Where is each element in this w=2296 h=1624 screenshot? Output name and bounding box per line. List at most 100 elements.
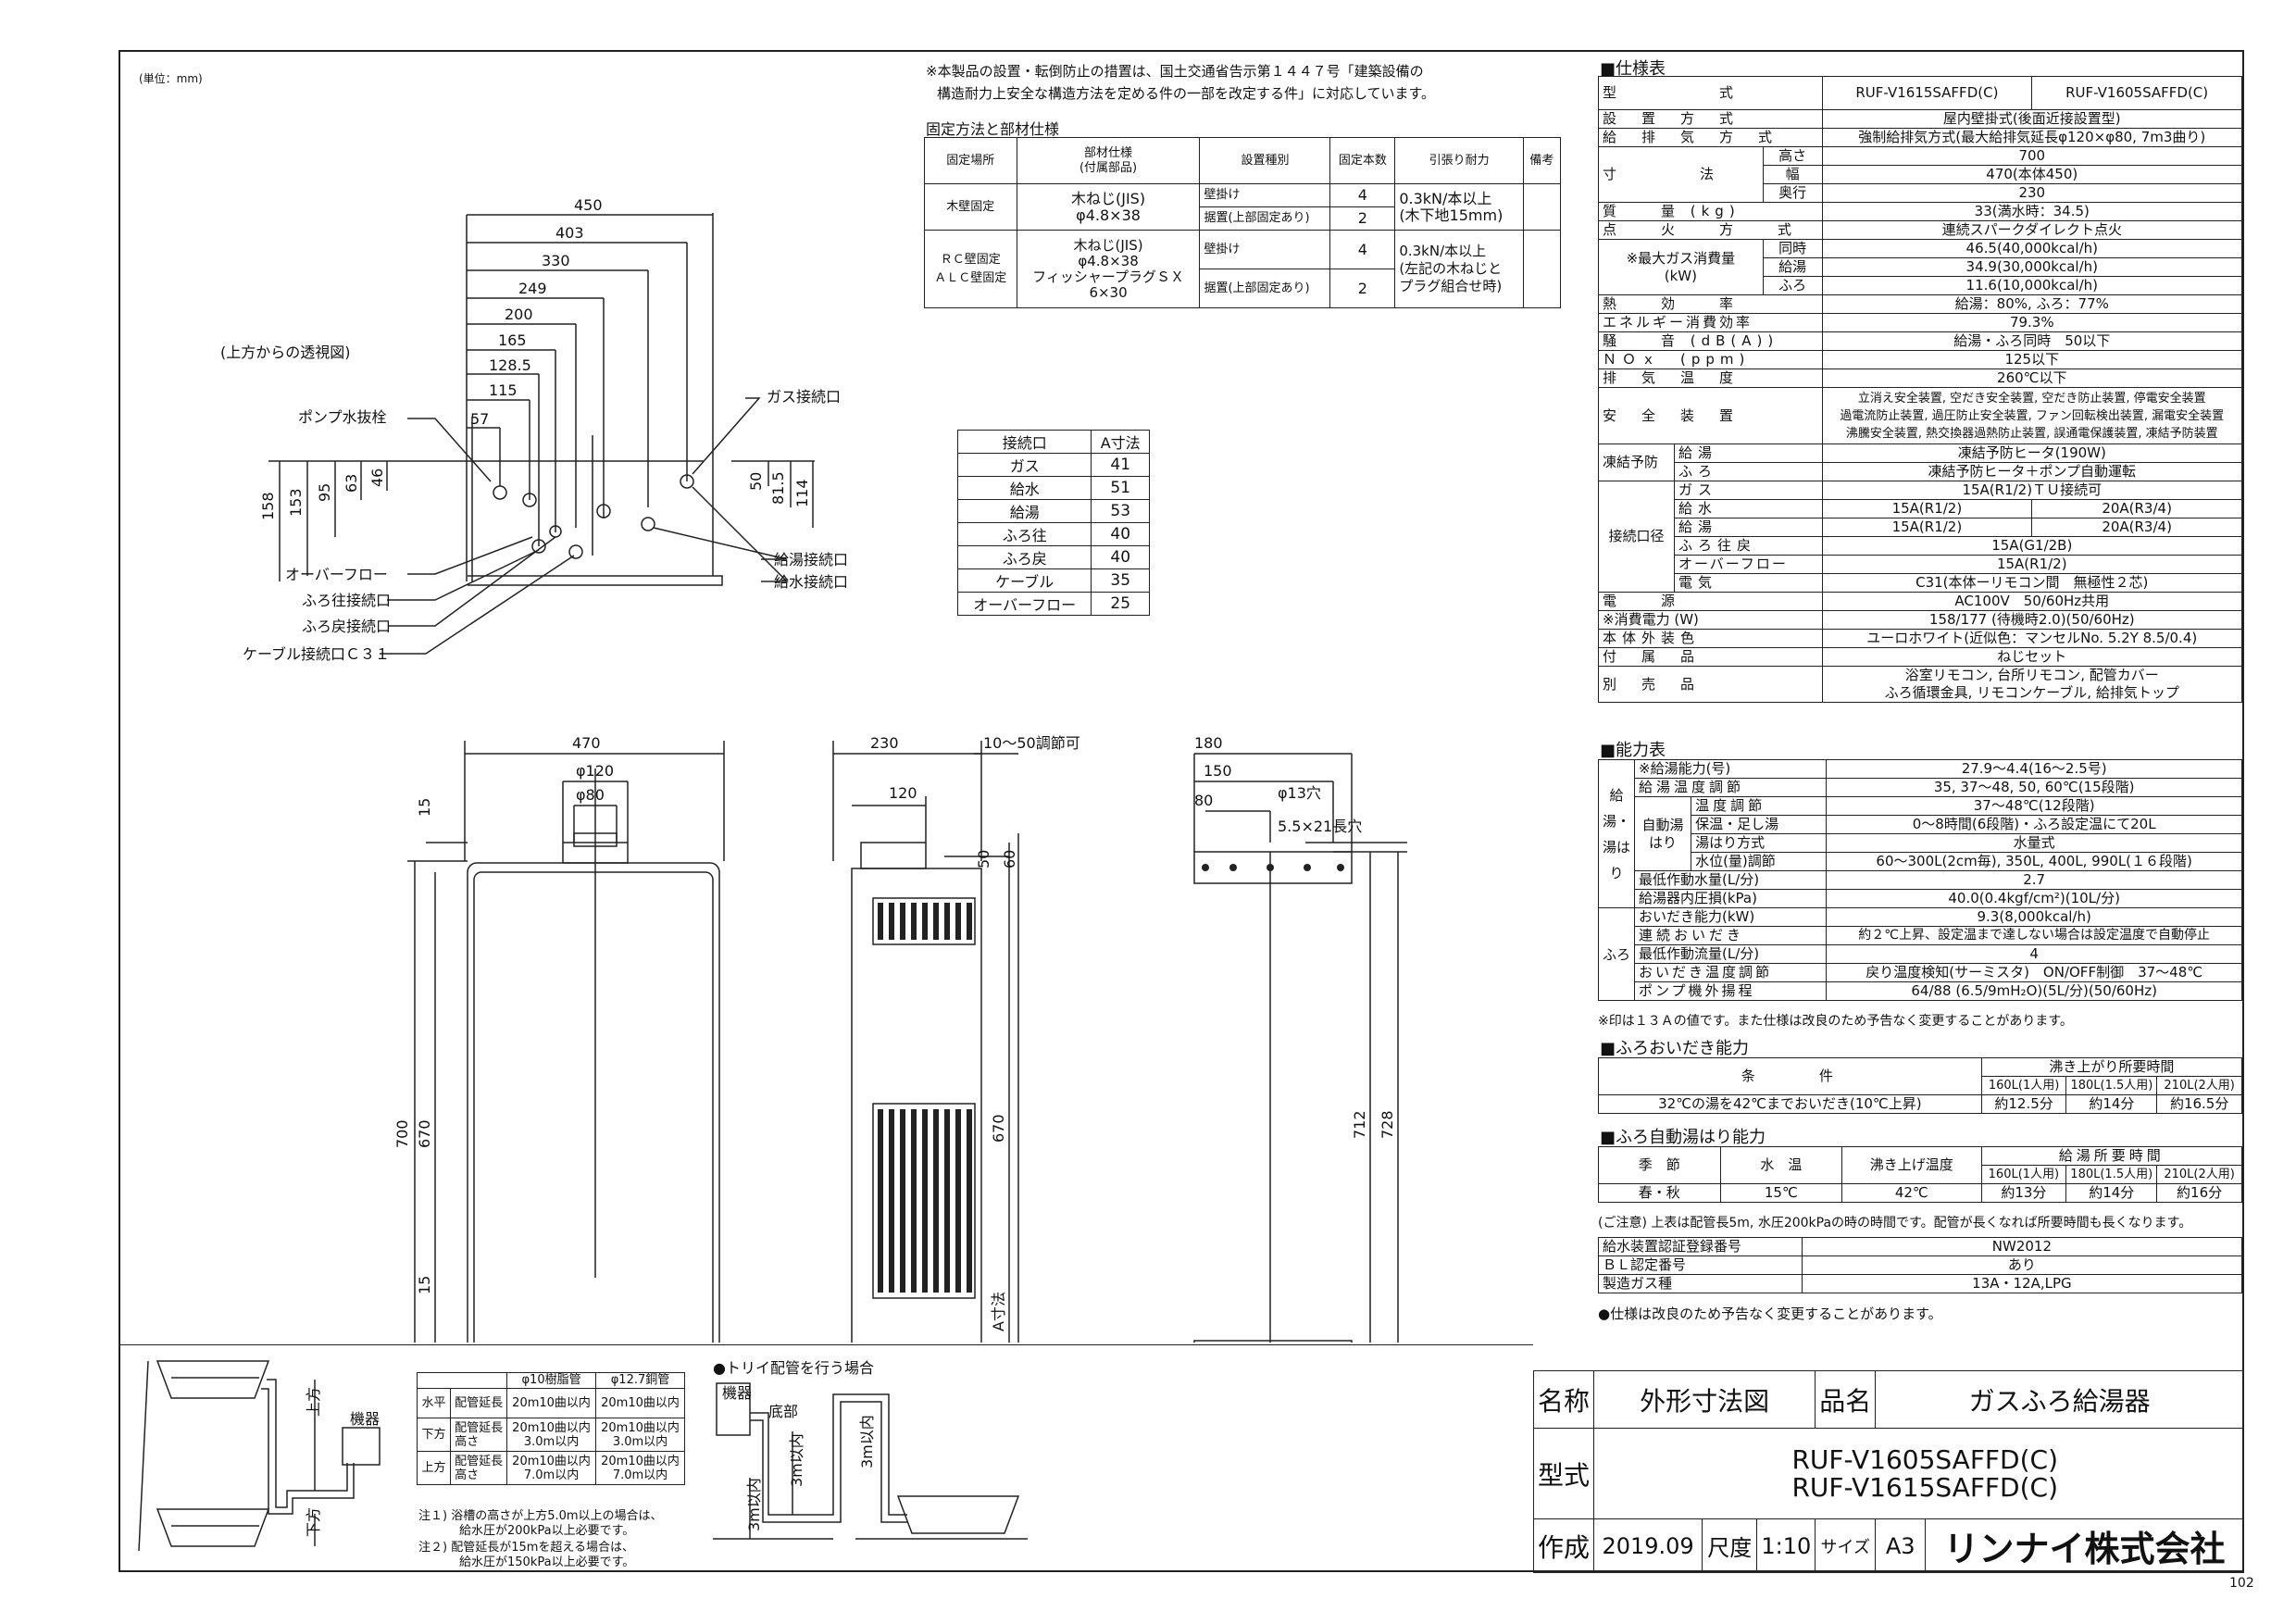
spec-row-value: 給湯：80%, ふろ：77%: [1821, 294, 2243, 314]
conn-row-value: 51: [1091, 476, 1150, 500]
conn-h-port: 接続口: [956, 430, 1092, 454]
perf-row-value: 37〜48℃(12段階): [1826, 796, 2242, 816]
fix-wood-r1: 壁掛け: [1199, 183, 1331, 207]
side-dim-230: 230: [870, 734, 899, 752]
front-dim-670: 670: [416, 1119, 433, 1148]
spec-conn-v: C31(本体ーリモコン間 無極性２芯): [1821, 573, 2243, 593]
spec-freeze-k: 給湯: [1673, 443, 1823, 463]
spec-row-value: ユーロホワイト(近似色：マンセルNo. 5.2Y 8.5/0.4): [1821, 629, 2243, 648]
vdim-158: 158: [259, 492, 277, 520]
cert-value: あり: [1801, 1255, 2243, 1275]
spec-row-label: 騒 音 (dB(A)): [1598, 331, 1823, 351]
conn-row-label: 給水: [956, 476, 1092, 500]
conn-row-label: オーバーフロー: [956, 592, 1092, 616]
pipe-h-copper: φ12.7銅管: [595, 1372, 685, 1389]
spec-gas-k: ふろ: [1762, 276, 1823, 295]
perf-title: ■能力表: [1600, 741, 1666, 760]
side-dim-670: 670: [990, 1114, 1007, 1143]
spec-row-value: 連続スパークダイレクト点火: [1821, 220, 2243, 240]
bracket-hole: φ13穴: [1278, 784, 1321, 802]
pipe-kind: 配管延長 高さ: [450, 1418, 508, 1452]
conn-row-label: ガス: [956, 453, 1092, 477]
fix-h-str: 引張り耐力: [1394, 137, 1524, 184]
bracket-dim-180: 180: [1194, 734, 1223, 752]
perf-row-label: 湯はり方式: [1691, 833, 1828, 853]
dim-450: 450: [574, 196, 603, 214]
fix-rc-n1: 4: [1329, 230, 1396, 269]
pipe-val: 20m10曲以内: [595, 1388, 685, 1418]
spec-row-label: 熱 効 率: [1598, 294, 1823, 314]
spec-conn-k: オーバーフロー: [1673, 555, 1823, 574]
conn-row-label: ふろ往: [956, 522, 1092, 546]
fix-rc-note: [1522, 230, 1562, 308]
spec-sold-list: 浴室リモコン, 台所リモコン, 配管カバーふろ循環金具, リモコンケーブル, 給…: [1821, 666, 2243, 703]
bracket-dim-80: 80: [1194, 792, 1213, 809]
perf-row-label: 給湯器内圧損(kPa): [1633, 889, 1828, 908]
fill-col: 180L(1.5人用): [2065, 1165, 2158, 1184]
spec-row-label: 給 排 気 方 式: [1598, 128, 1823, 147]
unit-label: (単位：mm): [139, 72, 203, 85]
spec-conn-v: 15A(R1/2)ＴＵ接続可: [1821, 481, 2243, 500]
label-bath-return: ふろ戻接続口: [302, 618, 391, 635]
trap-3m-label: 3m以内: [745, 1478, 763, 1531]
fixing-title: 固定方法と部材仕様: [926, 120, 1060, 138]
tb-name-label: 名称: [1532, 1370, 1595, 1429]
top-note-line2: 構造耐力上安全な構造方法を定める件の一部を改定する件」に対応しています。: [937, 85, 1436, 102]
tb-scale-value: 1:10: [1756, 1518, 1816, 1573]
side-dim-60: 60: [1001, 850, 1018, 868]
reheat-val: 約12.5分: [1980, 1094, 2067, 1114]
spec-gas-v: 11.6(10,000kcal/h): [1821, 276, 2243, 295]
fix-rc-str: 0.3kN/本以上(左記の木ねじとプラグ組合せ時): [1394, 230, 1524, 308]
trap-diagram: 機器 底部 3m以内 3m以内 3m以内: [713, 1382, 1028, 1540]
spec-model-2: RUF-V1605SAFFD(C): [2031, 76, 2242, 110]
perf-row-value: 2.7: [1826, 870, 2242, 890]
spec-conn-k: ガス: [1673, 481, 1823, 500]
vdim-114: 114: [793, 479, 811, 507]
perf-row-value: 35, 37〜48, 50, 60℃(15段階): [1826, 778, 2242, 797]
spec-row-label: 電 源: [1598, 592, 1823, 611]
pipe-note2a: 注２) 配管延長が15mを超える場合は、: [418, 1541, 635, 1555]
spec-safety-list: 立消え安全装置, 空だき安全装置, 空だき防止装置, 停電安全装置過電流防止装置…: [1821, 387, 2243, 444]
fix-h-num: 固定本数: [1329, 137, 1396, 184]
diagram-up-label: 上方: [305, 1387, 322, 1417]
spec-row-label: 設 置 方 式: [1598, 109, 1823, 129]
tb-made-value: 2019.09: [1593, 1518, 1703, 1573]
fix-rc-r2: 据置(上部固定あり): [1199, 269, 1331, 308]
conn-row-value: 41: [1091, 453, 1150, 477]
pipe-h-resin: φ10樹脂管: [506, 1372, 597, 1389]
perf-row-label: 最低作動水量(L/分): [1633, 870, 1828, 890]
spec-conn-v1: 15A(R1/2): [1821, 499, 2033, 518]
conn-row-value: 53: [1091, 499, 1150, 523]
tb-scale-label: 尺度: [1702, 1518, 1758, 1573]
page-number: 102: [2229, 1576, 2254, 1591]
bracket-slot: 5.5×21長穴: [1278, 818, 1362, 835]
conn-row-value: 40: [1091, 522, 1150, 546]
label-water-port: 給水接続口: [774, 573, 848, 591]
spec-row-value: 33(満水時：34.5): [1821, 202, 2243, 221]
perf-row-value: 40.0(0.4kgf/cm²)(10L/分): [1826, 889, 2242, 908]
trap-bottom-label: 底部: [768, 1403, 798, 1420]
fill-season: 春・秋: [1598, 1183, 1721, 1203]
spec-size-v: 470(本体450): [1821, 165, 2243, 184]
fix-wood-place: 木壁固定: [924, 183, 1017, 231]
perf-row-label: 最低作動流量(L/分): [1633, 944, 1828, 964]
spec-conn-label: 接続口径: [1598, 481, 1675, 593]
bracket-dim-728: 728: [1379, 1110, 1396, 1139]
cert-label: 給水装置認証登録番号: [1598, 1237, 1803, 1256]
pipe-note1b: 給水圧が200kPa以上必要です。: [459, 1524, 635, 1538]
label-pump-drain: ポンプ水抜栓: [298, 408, 387, 426]
fix-wood-n2: 2: [1329, 206, 1396, 231]
tb-company: リンナイ株式会社: [1925, 1518, 2244, 1573]
fix-wood-str: 0.3kN/本以上(木下地15mm): [1394, 183, 1524, 231]
dim-115: 115: [489, 381, 518, 399]
drawing-frame: [119, 50, 2244, 1572]
pipe-kind: 配管延長: [450, 1388, 508, 1418]
spec-sold-label: 別 売 品: [1598, 666, 1823, 703]
fill-val: 約13分: [1980, 1183, 2067, 1203]
bottom-divider: [119, 1344, 1533, 1345]
side-dim-120: 120: [889, 784, 917, 802]
spec-row-value: 給湯・ふろ同時 50以下: [1821, 331, 2243, 351]
perf-row-label: 給湯温度調節: [1633, 778, 1828, 797]
